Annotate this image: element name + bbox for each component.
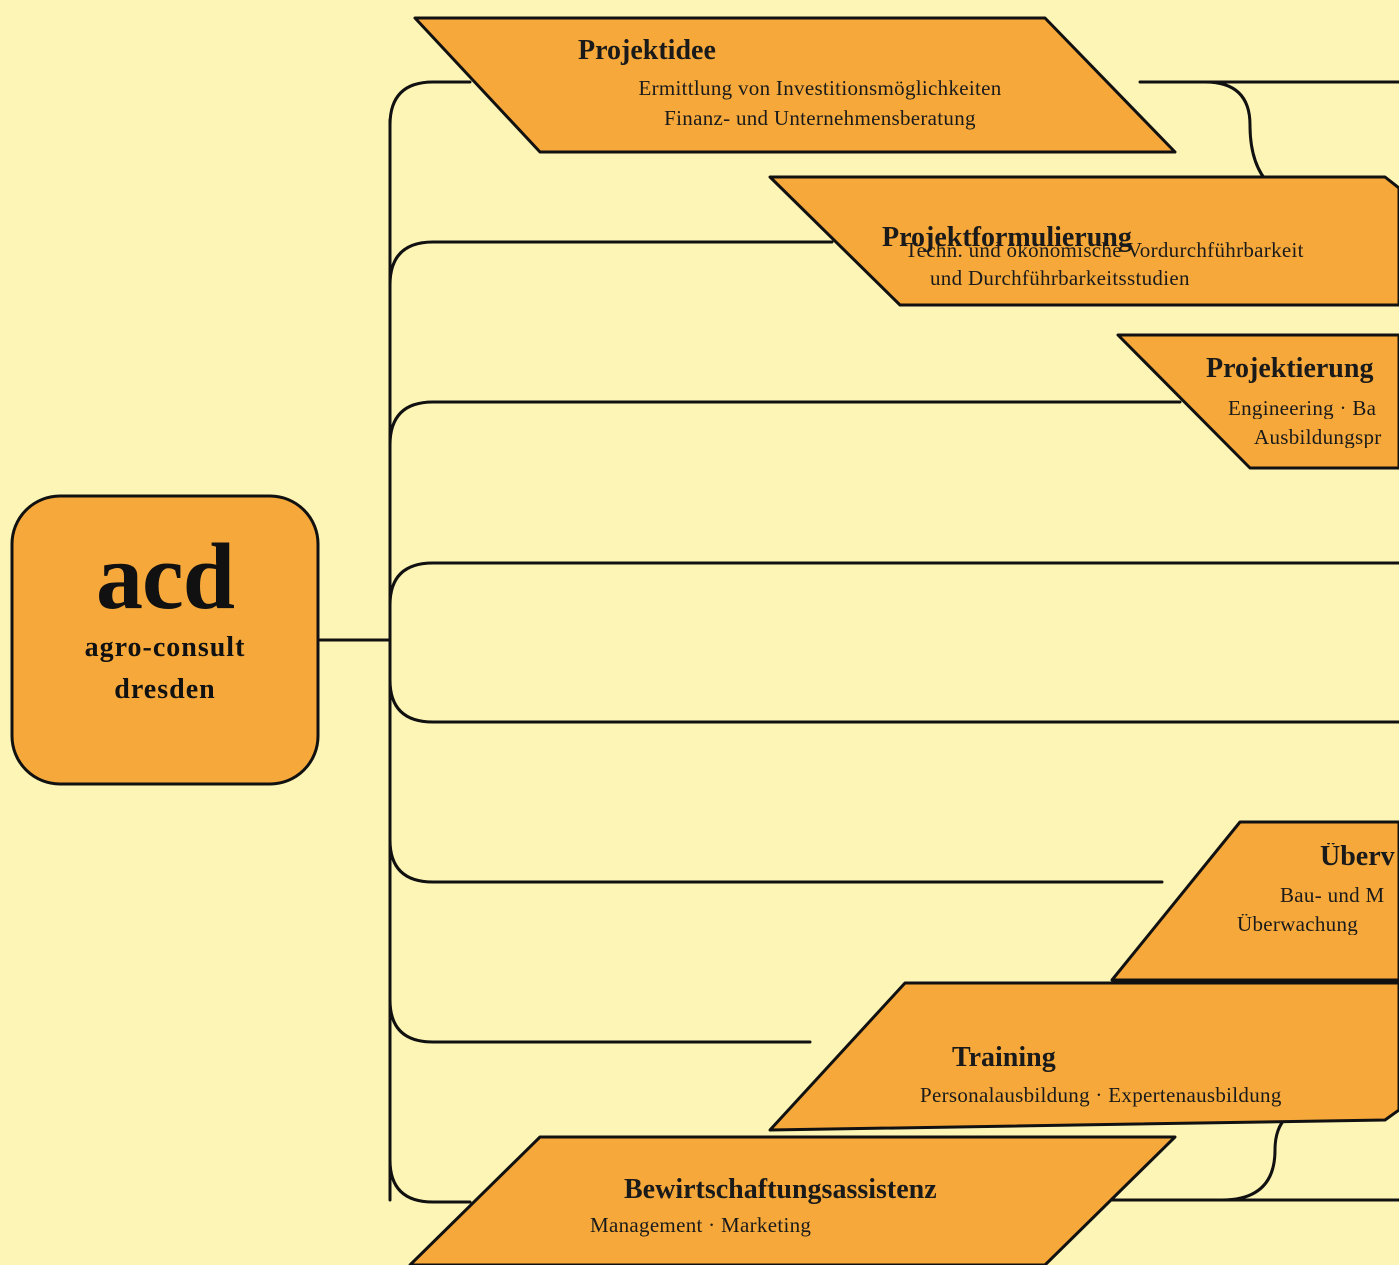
branch-projektidee — [388, 80, 472, 127]
branch-bewirtschaftung — [388, 1158, 472, 1204]
stage-box-projektformulierung — [768, 175, 1399, 307]
stage-title-projektformulierung: Projektformulierung — [882, 222, 1132, 253]
stage-line-projektidee-1: Ermittlung von Investitionsmöglichkeiten — [638, 76, 1002, 100]
branch-upper-empty — [388, 561, 1399, 607]
stage-box-training — [768, 981, 1399, 1132]
connector-lines — [318, 80, 1399, 1204]
stage-box-ueberwachung — [1110, 820, 1399, 982]
stage-title-projektierung: Projektierung — [1206, 353, 1374, 384]
stage-title-training: Training — [952, 1042, 1056, 1073]
branch-ueberwachung — [388, 838, 1164, 884]
stage-line-projektierung-2: Ausbildungspr — [1254, 427, 1382, 448]
stage-line-training-1: Personalausbildung · Expertenausbildung — [920, 1083, 1282, 1107]
branch-lower-empty — [388, 678, 1399, 724]
stage-line-projektformulierung-1: Techn. und ökonomische Vordurchführbarke… — [905, 240, 1304, 261]
stage-line-projektierung-1: Engineering · Ba — [1228, 398, 1377, 419]
stage-box-bewirtschaftung — [408, 1135, 1177, 1265]
stage-line-projektformulierung-2: und Durchführbarkeitsstudien — [930, 266, 1190, 290]
logo-name-line1: agro-consult — [84, 632, 246, 663]
logo-name-line2: dresden — [114, 674, 216, 705]
branch-projektierung — [388, 400, 1182, 447]
stage-box-projektidee — [413, 16, 1177, 154]
stage-line-ueberwachung-1: Bau- und M — [1280, 885, 1385, 906]
logo-abbreviation: acd — [96, 525, 235, 629]
stage-line-ueberwachung-2: Überwachung — [1237, 914, 1359, 935]
stage-title-ueberwachung: Überv — [1320, 843, 1395, 871]
stage-line-bewirtschaftung-1: Management · Marketing — [590, 1213, 812, 1237]
stage-line-projektidee-2: Finanz- und Unternehmensberatung — [664, 106, 976, 130]
stage-title-bewirtschaftung: Bewirtschaftungsassistenz — [624, 1174, 937, 1205]
branch-training — [388, 998, 812, 1044]
logo-box — [10, 494, 320, 786]
branch-projektformulierung — [388, 240, 834, 287]
stage-box-projektierung — [1116, 333, 1399, 470]
stage-title-projektidee: Projektidee — [578, 35, 716, 66]
